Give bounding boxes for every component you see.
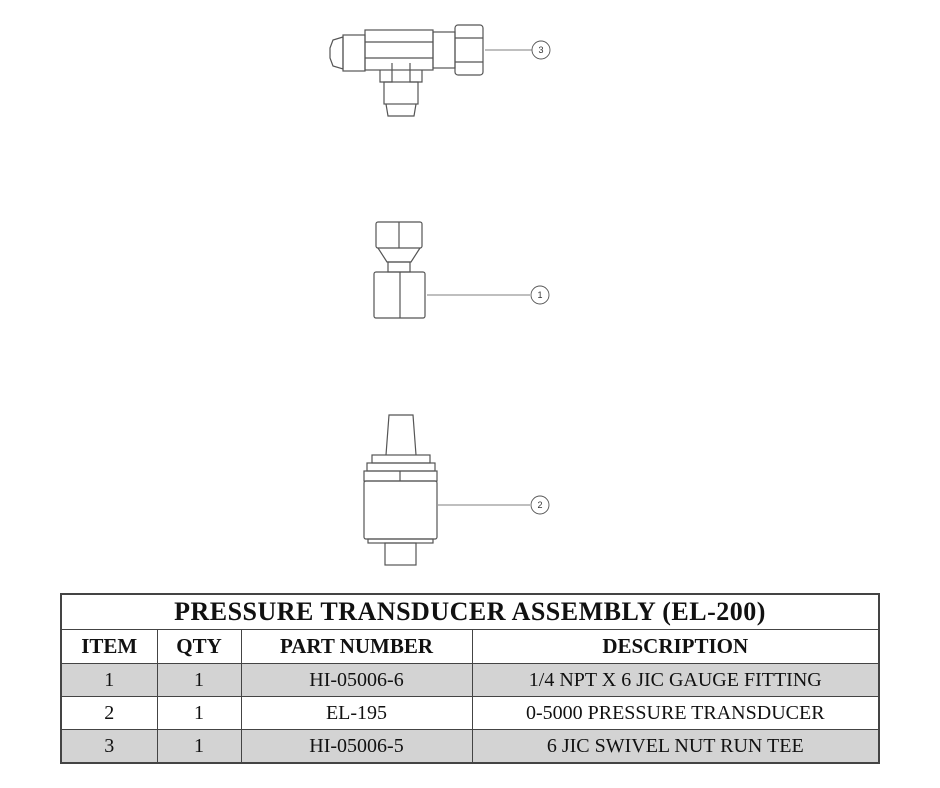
balloon-label-1: 1 bbox=[537, 290, 542, 300]
table-row: 3 1 HI-05006-5 6 JIC SWIVEL NUT RUN TEE bbox=[60, 729, 880, 764]
bom-title: PRESSURE TRANSDUCER ASSEMBLY (EL-200) bbox=[60, 593, 880, 630]
balloon-label-3: 3 bbox=[538, 45, 543, 55]
column-header-part-number: PART NUMBER bbox=[240, 629, 473, 664]
gauge-fitting-drawing bbox=[373, 221, 426, 319]
run-tee-drawing bbox=[329, 24, 484, 117]
description-cell: 1/4 NPT X 6 JIC GAUGE FITTING bbox=[471, 663, 880, 697]
balloon-label-2: 2 bbox=[537, 500, 542, 510]
qty-cell: 1 bbox=[156, 696, 242, 730]
item-cell: 1 bbox=[60, 663, 158, 697]
bill-of-materials-table: PRESSURE TRANSDUCER ASSEMBLY (EL-200) IT… bbox=[60, 593, 880, 764]
balloon-3 bbox=[531, 40, 551, 60]
balloon-2 bbox=[530, 495, 550, 515]
pressure-transducer-drawing bbox=[363, 414, 438, 566]
table-row: 2 1 EL-195 0-5000 PRESSURE TRANSDUCER bbox=[60, 696, 880, 730]
column-header-item: ITEM bbox=[60, 629, 158, 664]
qty-cell: 1 bbox=[156, 663, 242, 697]
item-cell: 3 bbox=[60, 729, 158, 764]
description-cell: 0-5000 PRESSURE TRANSDUCER bbox=[471, 696, 880, 730]
item-cell: 2 bbox=[60, 696, 158, 730]
table-row: 1 1 HI-05006-6 1/4 NPT X 6 JIC GAUGE FIT… bbox=[60, 663, 880, 697]
part-number-cell: EL-195 bbox=[240, 696, 473, 730]
balloon-1 bbox=[530, 285, 550, 305]
part-number-cell: HI-05006-5 bbox=[240, 729, 473, 764]
assembly-drawing: 3 1 2 bbox=[329, 24, 551, 566]
description-cell: 6 JIC SWIVEL NUT RUN TEE bbox=[471, 729, 880, 764]
part-number-cell: HI-05006-6 bbox=[240, 663, 473, 697]
column-header-description: DESCRIPTION bbox=[471, 629, 880, 664]
column-header-qty: QTY bbox=[156, 629, 242, 664]
qty-cell: 1 bbox=[156, 729, 242, 764]
